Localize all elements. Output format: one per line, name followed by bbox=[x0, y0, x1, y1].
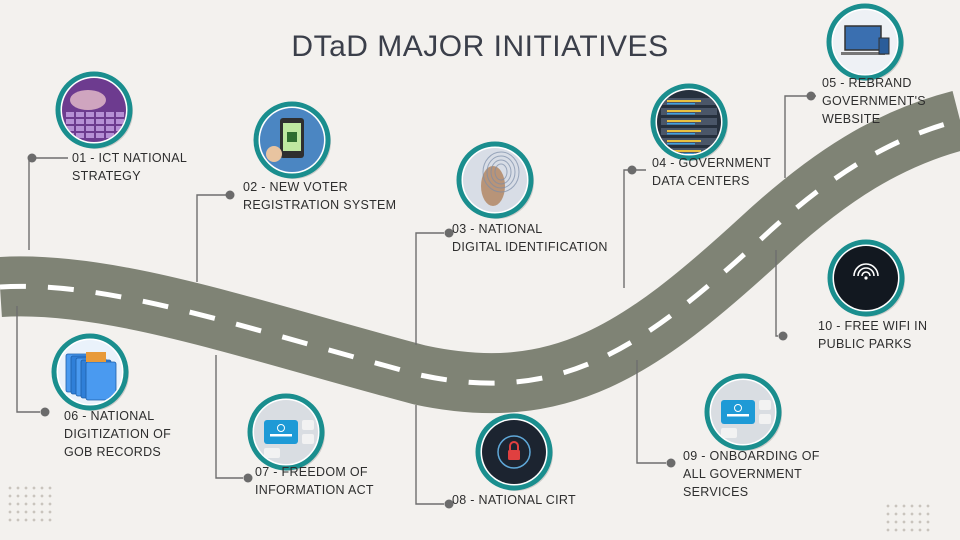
initiative-label-line: DIGITAL IDENTIFICATION bbox=[452, 240, 608, 254]
initiative-label-line: 07 - FREEDOM OF bbox=[255, 465, 368, 479]
initiative-label-line: 04 - GOVERNMENT bbox=[652, 156, 772, 170]
connector-dot bbox=[444, 228, 454, 238]
keyboard-typing-icon bbox=[62, 78, 126, 142]
initiative-label-line: GOVERNMENT'S bbox=[822, 94, 926, 108]
initiative-label: 03 - NATIONAL DIGITAL IDENTIFICATION bbox=[452, 220, 608, 256]
initiative-label-line: ALL GOVERNMENT bbox=[683, 467, 803, 481]
initiative-label-line: 05 - REBRAND bbox=[822, 76, 912, 90]
initiative-label-line: INFORMATION ACT bbox=[255, 483, 374, 497]
connector-dot bbox=[444, 499, 454, 509]
connector-dot bbox=[666, 458, 676, 468]
initiative-badge bbox=[51, 333, 129, 411]
connector-line bbox=[16, 306, 40, 413]
initiative-label-line: 06 - NATIONAL bbox=[64, 409, 155, 423]
decorative-dots-left bbox=[6, 484, 54, 524]
fingerprint-icon bbox=[463, 148, 527, 212]
decorative-dots-right bbox=[884, 502, 932, 534]
initiative-label: 10 - FREE WIFI IN PUBLIC PARKS bbox=[818, 317, 927, 353]
initiative-label-line: 03 - NATIONAL bbox=[452, 222, 543, 236]
initiative-badge bbox=[55, 71, 133, 149]
initiative-label: 04 - GOVERNMENT DATA CENTERS bbox=[652, 154, 771, 190]
connector-dot bbox=[27, 153, 37, 163]
devices-website-icon bbox=[833, 10, 897, 74]
connector-dot bbox=[225, 190, 235, 200]
initiative-label: 07 - FREEDOM OF INFORMATION ACT bbox=[255, 463, 374, 499]
connector-dot bbox=[243, 473, 253, 483]
initiative-label-line: 01 - ICT NATIONAL bbox=[72, 151, 188, 165]
information-key-icon bbox=[254, 400, 318, 464]
connector-dot bbox=[40, 407, 50, 417]
initiative-label: 05 - REBRAND GOVERNMENT'S WEBSITE bbox=[822, 74, 926, 128]
connector-lines bbox=[16, 91, 816, 509]
initiative-badge bbox=[704, 373, 782, 451]
information-key-icon bbox=[711, 380, 775, 444]
initiative-badge bbox=[827, 239, 905, 317]
connector-dot bbox=[627, 165, 637, 175]
initiative-badge bbox=[650, 83, 728, 161]
road-center-line bbox=[0, 117, 960, 386]
connector-line bbox=[636, 360, 666, 464]
initiative-label: 09 - ONBOARDING OF ALL GOVERNMENT SERVICES bbox=[683, 447, 820, 501]
folders-icon bbox=[58, 340, 122, 404]
wifi-screen-icon bbox=[834, 246, 898, 310]
initiative-label-line: 09 - ONBOARDING OF bbox=[683, 449, 820, 463]
connector-dot bbox=[806, 91, 816, 101]
initiative-label-line: STRATEGY bbox=[72, 169, 141, 183]
initiative-badge bbox=[253, 101, 331, 179]
initiative-label: 01 - ICT NATIONAL STRATEGY bbox=[72, 149, 187, 185]
initiative-label: 08 - NATIONAL CIRT bbox=[452, 491, 576, 509]
initiative-label-line: SERVICES bbox=[683, 485, 749, 499]
initiative-label-line: 08 - NATIONAL CIRT bbox=[452, 493, 576, 507]
initiative-label-line: DATA CENTERS bbox=[652, 174, 750, 188]
initiative-circles bbox=[51, 3, 905, 491]
connector-line bbox=[196, 194, 234, 282]
connector-line bbox=[415, 232, 444, 345]
connector-line bbox=[215, 355, 243, 479]
initiative-label: 02 - NEW VOTER REGISTRATION SYSTEM bbox=[243, 178, 396, 214]
initiative-label-line: WEBSITE bbox=[822, 112, 881, 126]
initiative-label-line: REGISTRATION SYSTEM bbox=[243, 198, 397, 212]
initiative-badge bbox=[456, 141, 534, 219]
connector-dot bbox=[778, 331, 788, 341]
initiative-label-line: GOB RECORDS bbox=[64, 445, 162, 459]
initiative-badge bbox=[475, 413, 553, 491]
initiative-label-line: DIGITIZATION OF bbox=[64, 427, 172, 441]
security-lock-icon bbox=[482, 420, 546, 484]
initiative-label-line: 10 - FREE WIFI IN bbox=[818, 319, 928, 333]
initiative-label: 06 - NATIONAL DIGITIZATION OF GOB RECORDS bbox=[64, 407, 171, 461]
connector-line bbox=[623, 169, 646, 288]
page-title: DTaD MAJOR INITIATIVES bbox=[291, 30, 669, 63]
initiative-badge bbox=[826, 3, 904, 81]
connector-line bbox=[28, 157, 68, 250]
initiative-badge bbox=[247, 393, 325, 471]
phone-voter-icon bbox=[260, 108, 324, 172]
initiative-label-line: PUBLIC PARKS bbox=[818, 337, 912, 351]
connector-line bbox=[775, 250, 778, 337]
connector-line bbox=[415, 405, 444, 505]
connector-line bbox=[784, 95, 816, 178]
server-rack-icon bbox=[657, 90, 721, 154]
initiative-label-line: 02 - NEW VOTER bbox=[243, 180, 348, 194]
